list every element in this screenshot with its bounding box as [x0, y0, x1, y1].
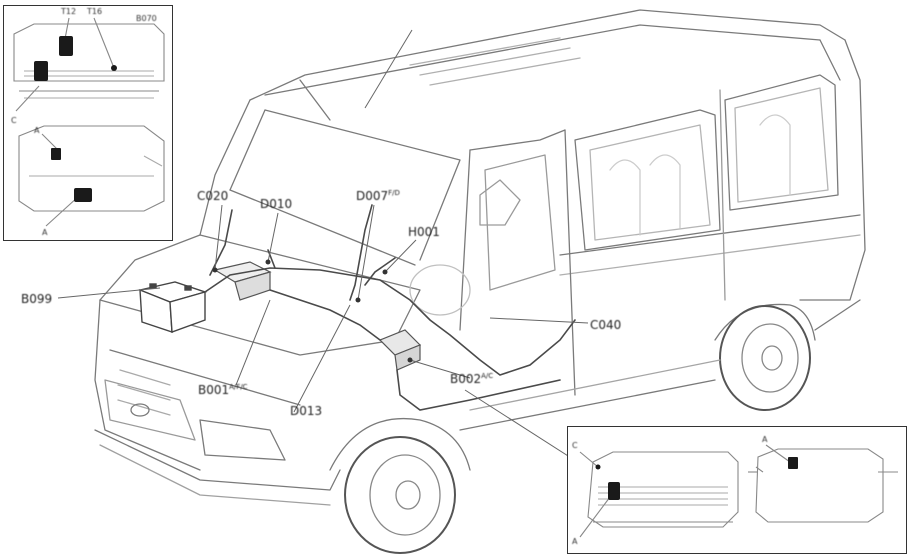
callout-b002: B002A/C — [450, 372, 493, 386]
callout-d010: D010 — [260, 197, 293, 211]
inset-fuse-box-drawing — [13, 17, 165, 227]
callout-d007-code: D007 — [356, 189, 389, 203]
callout-c020: C020 — [197, 189, 229, 203]
callout-c040: C040 — [590, 318, 622, 332]
inset-tag-t12: T12 — [61, 7, 77, 16]
callout-b002-code: B002 — [450, 372, 482, 386]
inset-control-unit-detail: C A A — [567, 426, 907, 554]
inset-tag-t16: T16 — [87, 7, 103, 16]
callout-b001-code: B001 — [198, 383, 230, 397]
callout-d013: D013 — [290, 404, 323, 418]
callout-b002-variant: A/C — [481, 372, 494, 380]
callout-b099: B099 — [21, 292, 53, 306]
inset-view-marker-c: C — [572, 441, 578, 450]
inset-view-marker-a2: A — [42, 228, 48, 237]
inset-view-marker-a1: A — [762, 435, 768, 444]
callout-d007-variant: F/D — [388, 189, 400, 197]
inset-view-marker-a2: A — [572, 537, 578, 546]
inset-fuse-box-detail: T12 T16 B070 A C A — [3, 5, 173, 241]
inset-tag-b070: B070 — [136, 14, 157, 23]
callout-b001: B001A/F/C — [198, 383, 248, 397]
inset-view-marker-a1: A — [34, 126, 40, 135]
callout-d007: D007F/D — [356, 189, 400, 203]
inset-control-unit-drawing — [579, 444, 898, 538]
inset-view-marker-c: C — [11, 116, 17, 125]
callout-h001: H001 — [408, 225, 440, 239]
callout-b001-variant: A/F/C — [229, 383, 248, 391]
